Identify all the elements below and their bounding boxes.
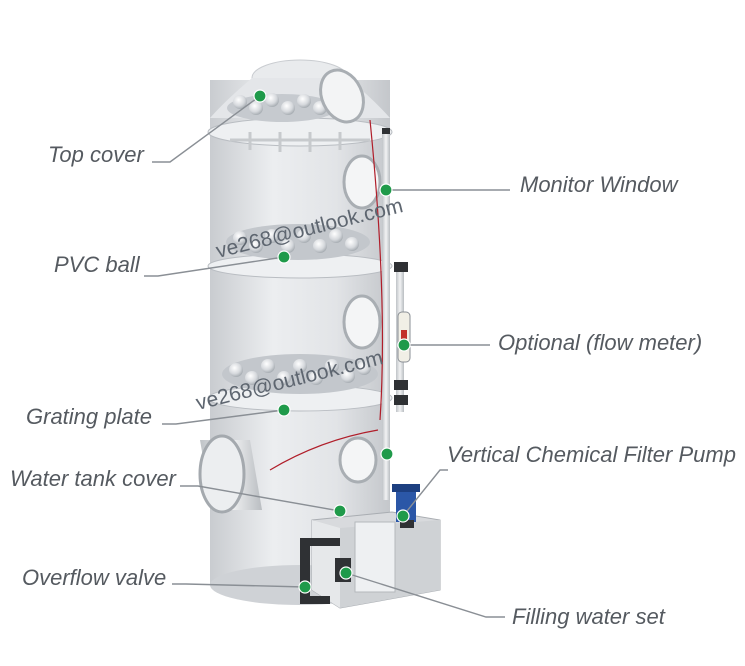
monitor-window-top: [342, 154, 382, 210]
label-vertical-pump: Vertical Chemical Filter Pump: [447, 442, 736, 467]
marker-top-cover: [253, 89, 267, 103]
marker-filling-water-set: [339, 566, 353, 580]
monitor-window-lower: [338, 436, 378, 484]
leader-lines: [144, 95, 510, 618]
label-overflow-valve: Overflow valve: [22, 565, 166, 590]
monitor-window-middle: [342, 294, 382, 350]
marker-water-tank-cover: [333, 504, 347, 518]
label-optional-flow-meter: Optional (flow meter): [498, 330, 702, 355]
label-top-cover: Top cover: [48, 142, 145, 167]
pvc-ball-bed-top: [227, 93, 337, 122]
pvc-ball-bed-lower: [222, 354, 378, 394]
marker-pump: [396, 509, 410, 523]
spray-pipes: [230, 132, 370, 152]
marker-monitor-window: [379, 183, 393, 197]
label-monitor-window: Monitor Window: [520, 172, 680, 197]
label-water-tank-cover: Water tank cover: [10, 466, 178, 491]
water-tank: [311, 511, 441, 609]
marker-flow-meter: [397, 338, 411, 352]
label-filling-water-set: Filling water set: [512, 604, 666, 629]
marker-lower-window: [380, 447, 394, 461]
top-hatch: [319, 68, 365, 124]
flow-meter: [397, 311, 411, 363]
marker-pvc-ball: [277, 250, 291, 264]
marker-grating-plate: [277, 403, 291, 417]
gas-inlet-duct: [198, 434, 262, 514]
label-grating-plate: Grating plate: [26, 404, 152, 429]
marker-overflow-valve: [298, 580, 312, 594]
label-pvc-ball: PVC ball: [54, 252, 141, 277]
pvc-ball-bed-middle: [226, 224, 370, 260]
